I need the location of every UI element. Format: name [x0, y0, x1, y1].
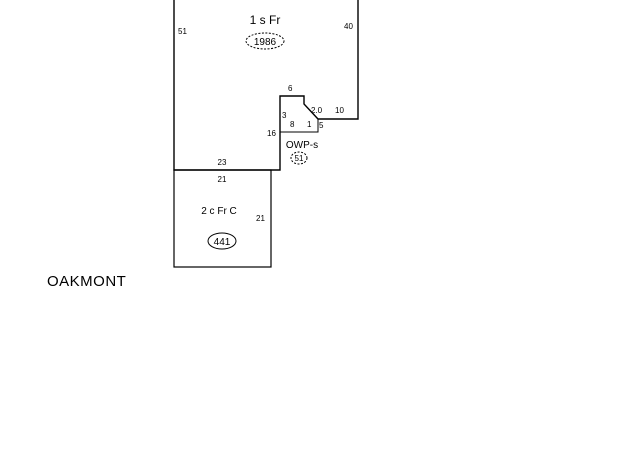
dim-main-bottom: 23 — [218, 158, 227, 167]
main-area-sqft-oval — [245, 32, 285, 50]
main-area-sqft: 1986 — [254, 37, 277, 48]
main-area-code: 1 s Fr — [250, 13, 281, 27]
porch-area-code: OWP-s — [286, 140, 318, 151]
dim-notch-right-seg: 10 — [335, 106, 344, 115]
dim-garage-right: 21 — [256, 214, 265, 223]
porch-area-sqft: 51 — [295, 154, 304, 163]
dim-notch-top: 6 — [288, 84, 293, 93]
garage-area-sqft-oval — [207, 232, 237, 250]
street-label: OAKMONT — [47, 273, 126, 290]
garage-area-sqft: 441 — [214, 237, 231, 248]
dim-porch-five: 5 — [319, 121, 324, 130]
porch-area-sqft-oval — [290, 151, 308, 165]
dim-porch-one: 1 — [307, 120, 312, 129]
dim-porch-left-a: 3 — [282, 111, 287, 120]
dim-notch-small-a: 2.0 — [311, 106, 323, 115]
garage-outline — [173, 169, 272, 268]
dim-main-right: 40 — [344, 22, 353, 31]
garage-area-code: 2 c Fr C — [201, 206, 237, 217]
dim-main-left: 51 — [178, 27, 187, 36]
dim-garage-top: 21 — [218, 175, 227, 184]
dim-porch-inner: 8 — [290, 120, 295, 129]
dim-porch-left-b: 16 — [267, 129, 276, 138]
porch-outline — [280, 119, 319, 133]
